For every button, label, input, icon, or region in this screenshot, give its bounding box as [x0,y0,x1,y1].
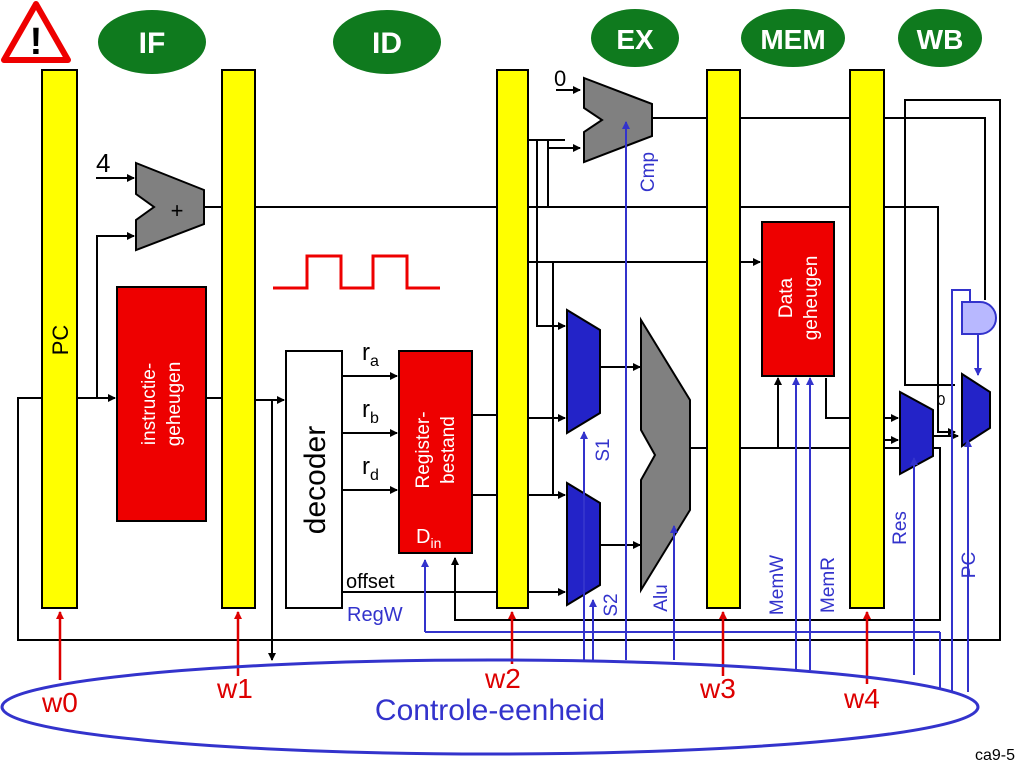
pc-control-label: PC [959,552,980,578]
control-unit [0,658,980,756]
s1-label: S1 [593,438,614,461]
decoder-label: decoder [299,426,332,534]
regw-label: RegW [347,604,403,626]
warning-icon: ! [1,1,71,63]
mux-pc [961,372,991,448]
stage-mem-label: MEM [760,24,825,55]
clock-waveform [273,254,440,290]
register-file: Register- bestand Din [398,350,473,554]
data-mem-label-2: geheugen [801,256,822,341]
warning-symbol: ! [30,21,43,63]
stage-wb-label: WB [917,24,964,55]
mux-zero-label: 0 [937,392,945,409]
stage-if-label: IF [139,27,166,60]
clock-w1: w1 [216,673,253,704]
stage-ex: EX [591,9,679,67]
data-mem-label-1: Data [776,278,797,319]
pipeline-register-mem-wb [849,69,885,609]
regfile-label-1: Register- [413,411,434,488]
adder-plus: + [171,198,184,223]
pipeline-register-if-id [221,69,256,609]
memw-label: MemW [767,555,788,615]
din-label: Din [416,526,441,551]
cmp-label: Cmp [638,152,659,192]
clock-wires [56,611,871,684]
offset-label: offset [346,571,395,593]
stage-ex-label: EX [616,24,654,55]
slide-id: ca9-5 [975,747,1015,764]
stage-id-label: ID [372,27,402,60]
stage-id: ID [333,10,441,74]
stage-mem: MEM [741,9,845,67]
clock-w2: w2 [484,663,521,694]
pipeline-register-id-ex [496,69,529,609]
pipeline-register-ex-mem [706,69,741,609]
and-gate [961,301,997,335]
pc-label: PC [48,325,73,356]
clock-w3: w3 [699,673,736,704]
cmp-zero-input: 0 [554,66,566,91]
control-wires [421,121,972,692]
decoder-block: decoder [285,350,343,609]
clock-w4: w4 [843,683,880,714]
s2-label: S2 [601,593,622,616]
clock-w0: w0 [41,687,78,718]
instruction-memory: instructie- geheugen [116,286,207,522]
instr-mem-label-2: geheugen [164,362,185,447]
operand-rd: rd [362,453,379,484]
mux-res [899,390,934,476]
stage-if: IF [98,10,206,74]
comparator [583,76,653,164]
pipeline-register-pc: PC [41,69,78,609]
res-label: Res [890,511,911,545]
mux-s1 [566,308,601,435]
operand-ra: ra [362,339,379,370]
control-unit-label: Controle-eenheid [375,694,605,727]
alu-label: Alu [651,584,672,611]
regfile-label-2: bestand [438,416,459,484]
data-memory: Data geheugen [761,221,835,377]
instr-mem-label-1: instructie- [139,363,160,445]
memr-label: MemR [818,557,839,613]
constant-four: 4 [96,148,110,178]
alu [640,316,691,594]
stage-wb: WB [898,9,982,67]
operand-rb: rb [362,396,379,427]
pc-adder: + [135,161,205,252]
